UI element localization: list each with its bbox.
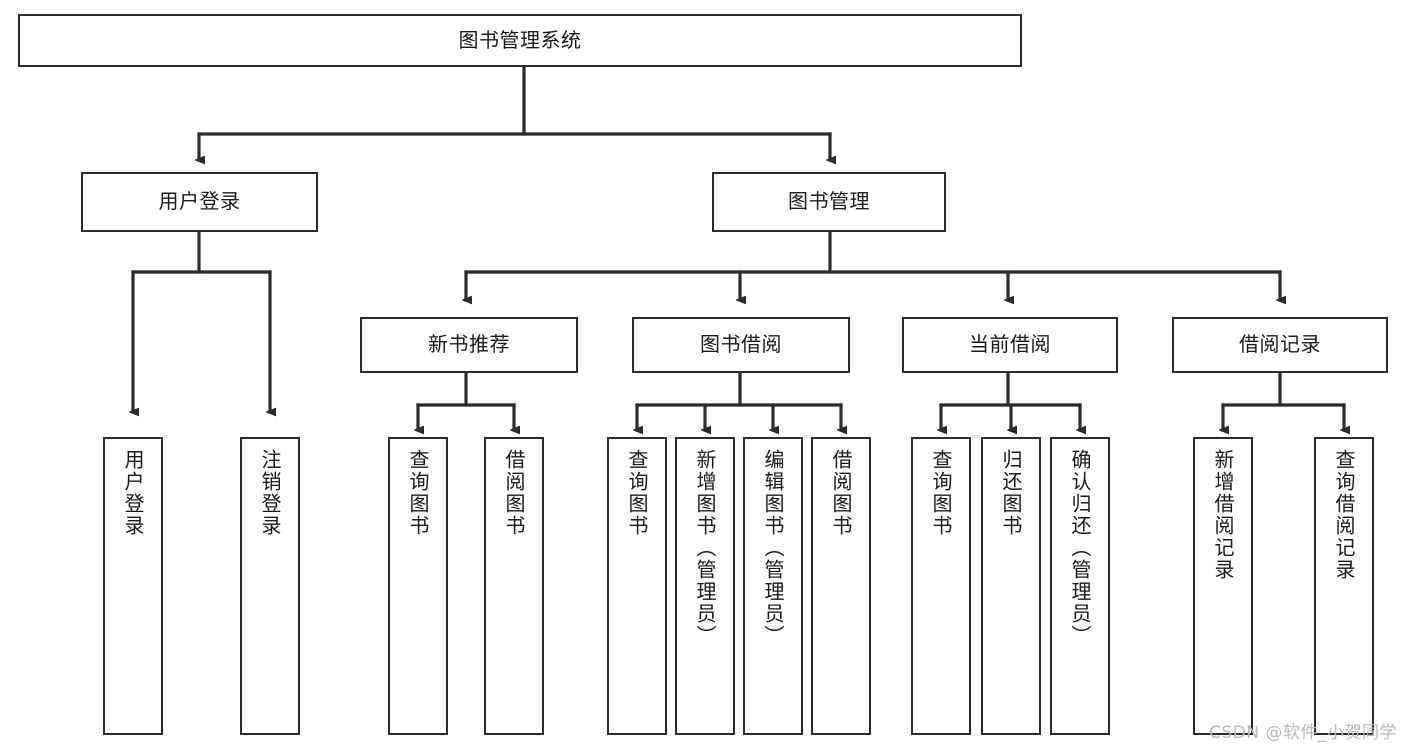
node-current-borrow-label: 当前借阅: [969, 332, 1051, 357]
node-leaf-label: 注销登录: [258, 449, 282, 537]
node-borrow-record-label: 借阅记录: [1239, 332, 1321, 357]
node-leaf-user-login-1[interactable]: 用户登录: [103, 437, 163, 735]
node-leaf-label: 编辑图书（管理员）: [761, 449, 785, 647]
node-leaf-label: 新增图书（管理员）: [693, 449, 717, 647]
node-borrow-record[interactable]: 借阅记录: [1172, 317, 1388, 373]
node-leaf-new-book-2[interactable]: 借阅图书: [484, 437, 544, 735]
node-root[interactable]: 图书管理系统: [18, 14, 1022, 67]
node-current-borrow[interactable]: 当前借阅: [902, 317, 1118, 373]
node-new-book-recommend-label: 新书推荐: [428, 332, 510, 357]
node-leaf-label: 用户登录: [121, 449, 145, 537]
node-root-label: 图书管理系统: [458, 27, 582, 52]
node-book-borrow[interactable]: 图书借阅: [632, 317, 850, 373]
node-leaf-label: 查询图书: [406, 449, 430, 537]
node-leaf-label: 查询图书: [625, 449, 649, 537]
node-leaf-label: 归还图书: [999, 449, 1023, 537]
node-leaf-label: 查询借阅记录: [1332, 449, 1356, 581]
node-leaf-borrow-record-2[interactable]: 查询借阅记录: [1314, 437, 1374, 735]
node-user-login[interactable]: 用户登录: [81, 172, 318, 232]
node-leaf-book-borrow-3[interactable]: 编辑图书（管理员）: [743, 437, 803, 735]
node-leaf-current-borrow-1[interactable]: 查询图书: [911, 437, 971, 735]
node-leaf-label: 确认归还（管理员）: [1068, 449, 1092, 647]
node-leaf-label: 借阅图书: [829, 449, 853, 537]
node-leaf-label: 新增借阅记录: [1211, 449, 1235, 581]
node-leaf-book-borrow-1[interactable]: 查询图书: [607, 437, 667, 735]
node-leaf-current-borrow-3[interactable]: 确认归还（管理员）: [1050, 437, 1110, 735]
node-book-manage[interactable]: 图书管理: [712, 172, 946, 232]
node-leaf-book-borrow-2[interactable]: 新增图书（管理员）: [675, 437, 735, 735]
node-user-login-label: 用户登录: [158, 189, 241, 214]
node-leaf-current-borrow-2[interactable]: 归还图书: [981, 437, 1041, 735]
node-leaf-user-login-2[interactable]: 注销登录: [240, 437, 300, 735]
node-leaf-label: 查询图书: [929, 449, 953, 537]
node-book-manage-label: 图书管理: [788, 189, 870, 214]
node-leaf-new-book-1[interactable]: 查询图书: [388, 437, 448, 735]
node-leaf-borrow-record-1[interactable]: 新增借阅记录: [1193, 437, 1253, 735]
watermark: CSDN @软件_小贺同学: [1209, 723, 1397, 743]
node-new-book-recommend[interactable]: 新书推荐: [360, 317, 578, 373]
node-leaf-book-borrow-4[interactable]: 借阅图书: [811, 437, 871, 735]
node-leaf-label: 借阅图书: [502, 449, 526, 537]
node-book-borrow-label: 图书借阅: [700, 332, 782, 357]
